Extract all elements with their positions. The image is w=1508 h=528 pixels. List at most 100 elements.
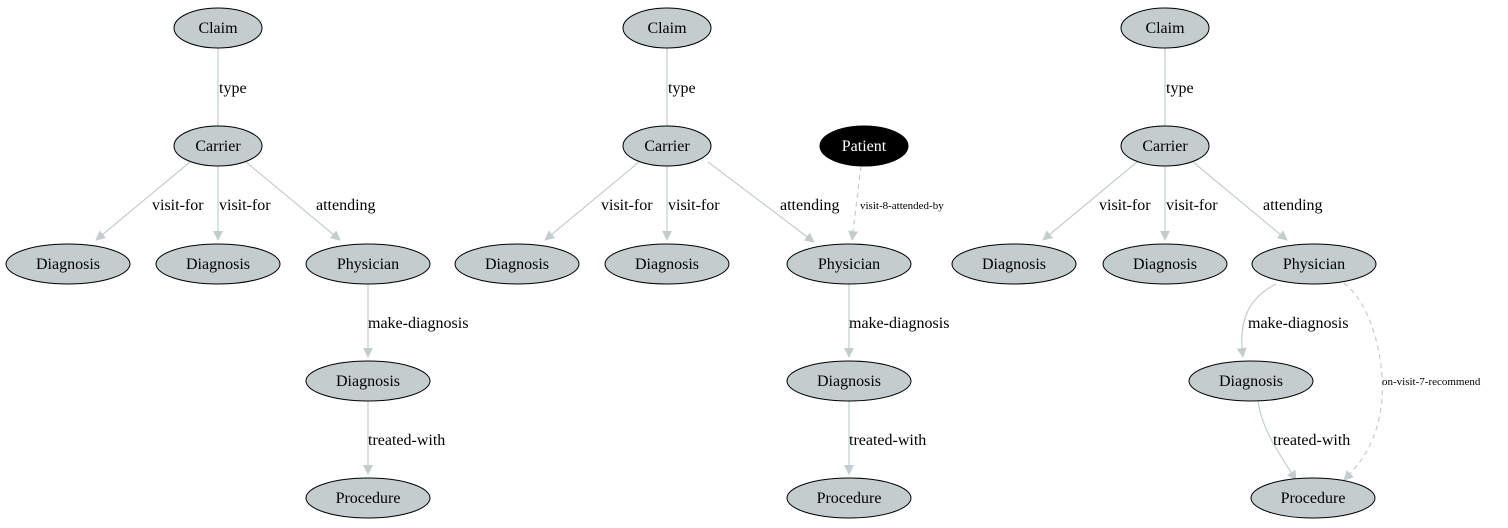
node-ellipse — [819, 125, 909, 167]
graph-3-node-diag1: Diagnosis — [951, 243, 1077, 285]
node-ellipse — [786, 360, 912, 402]
graph-2-edge-label-visit2: visit-for — [668, 197, 720, 214]
edges-layer — [95, 48, 1384, 481]
node-label: Procedure — [336, 490, 401, 507]
graph-1-node-diag1: Diagnosis — [5, 243, 131, 285]
node-label: Claim — [198, 20, 238, 37]
graph-2-edge-label-type: type — [668, 80, 696, 97]
graph-3-node-carrier: Carrier — [1120, 125, 1210, 167]
graph-2-node-phys: Physician — [786, 243, 912, 285]
node-ellipse — [305, 477, 431, 519]
node-label: Claim — [647, 20, 687, 37]
graph-2-node-claim: Claim — [622, 7, 712, 49]
node-ellipse — [1102, 243, 1228, 285]
node-ellipse — [622, 125, 712, 167]
node-label: Carrier — [195, 138, 241, 155]
graph-1-edge-visit1 — [95, 161, 191, 241]
graph-1-edge-label-attend: attending — [316, 197, 376, 214]
node-label: Diagnosis — [186, 256, 250, 273]
graph-2-edge-visit1 — [544, 161, 640, 241]
graph-3-edge-label-visit1: visit-for — [1099, 197, 1151, 214]
node-ellipse — [604, 243, 730, 285]
graph-2-edge-label-attend: attending — [780, 197, 840, 214]
graph-1-node-phys: Physician — [305, 243, 431, 285]
graph-3-node-diag3: Diagnosis — [1188, 360, 1314, 402]
graph-2-node-carrier: Carrier — [622, 125, 712, 167]
node-ellipse — [1250, 477, 1376, 519]
graph-3-edge-attend — [1192, 161, 1288, 241]
node-ellipse — [1251, 243, 1377, 285]
graph-3-edge-label-attend: attending — [1263, 197, 1323, 214]
graph-2-edge-label-visit1: visit-for — [601, 197, 653, 214]
graph-1-node-proc: Procedure — [305, 477, 431, 519]
graph-3-edge-make — [1236, 283, 1277, 358]
graph-1-edge-label-visit1: visit-for — [152, 197, 204, 214]
node-label: Carrier — [644, 138, 690, 155]
graph-1-node-claim: Claim — [173, 7, 263, 49]
graph-2-node-proc: Procedure — [786, 477, 912, 519]
graph-2-edge-label-attended-by: visit-8-attended-by — [860, 200, 944, 212]
graph-3-edge-label-type: type — [1166, 80, 1194, 97]
graph-2-edge-attended-by — [848, 165, 862, 241]
node-ellipse — [951, 243, 1077, 285]
node-label: Procedure — [1281, 490, 1346, 507]
graph-1-edge-label-visit2: visit-for — [219, 197, 271, 214]
graph-3-edge-visit1 — [1042, 161, 1138, 241]
graph-3-edge-recommend — [1343, 282, 1384, 481]
node-ellipse — [786, 477, 912, 519]
edge-labels-layer: type visit-for visit-for attending make-diag… — [152, 80, 1481, 449]
node-label: Physician — [1283, 256, 1345, 273]
node-ellipse — [305, 360, 431, 402]
node-label: Diagnosis — [1219, 373, 1283, 390]
node-label: Diagnosis — [36, 256, 100, 273]
graph-2-node-diag3: Diagnosis — [786, 360, 912, 402]
graph-3-edge-treat — [1257, 400, 1297, 481]
graph-1-edge-label-make: make-diagnosis — [368, 315, 468, 332]
node-label: Diagnosis — [817, 373, 881, 390]
node-ellipse — [622, 7, 712, 49]
node-label: Diagnosis — [982, 256, 1046, 273]
graph-3-edge-label-make: make-diagnosis — [1248, 315, 1348, 332]
graph-3-edge-label-recommend: on-visit-7-recommend — [1382, 376, 1481, 388]
node-ellipse — [305, 243, 431, 285]
graph-3-edge-label-treat: treated-with — [1273, 432, 1350, 449]
node-ellipse — [5, 243, 131, 285]
graph-1-edge-label-treat: treated-with — [368, 432, 445, 449]
node-label: Diagnosis — [336, 373, 400, 390]
node-ellipse — [155, 243, 281, 285]
node-ellipse — [173, 7, 263, 49]
graph-1-edge-attend — [245, 161, 341, 241]
node-label: Carrier — [1142, 138, 1188, 155]
node-ellipse — [786, 243, 912, 285]
graph-1-node-diag3: Diagnosis — [305, 360, 431, 402]
node-label: Diagnosis — [485, 256, 549, 273]
graph-1-edge-label-type: type — [219, 80, 247, 97]
node-label: Patient — [842, 138, 887, 155]
graph-1-node-diag2: Diagnosis — [155, 243, 281, 285]
graph-2-node-patient: Patient — [819, 125, 909, 167]
graph-3-node-phys: Physician — [1251, 243, 1377, 285]
node-ellipse — [454, 243, 580, 285]
node-ellipse — [1188, 360, 1314, 402]
node-ellipse — [1120, 7, 1210, 49]
graph-3-node-proc: Procedure — [1250, 477, 1376, 519]
graph-1-node-carrier: Carrier — [173, 125, 263, 167]
node-label: Physician — [818, 256, 880, 273]
node-label: Physician — [337, 256, 399, 273]
graph-2-edge-attend — [707, 161, 815, 243]
graph-2-edge-label-make: make-diagnosis — [849, 315, 949, 332]
node-ellipse — [173, 125, 263, 167]
node-label: Procedure — [817, 490, 882, 507]
graph-3-node-diag2: Diagnosis — [1102, 243, 1228, 285]
graph-2-edge-label-treat: treated-with — [849, 432, 926, 449]
node-label: Diagnosis — [635, 256, 699, 273]
graph-3-node-claim: Claim — [1120, 7, 1210, 49]
node-ellipse — [1120, 125, 1210, 167]
graph-3-edge-label-visit2: visit-for — [1166, 197, 1218, 214]
graph-2-node-diag1: Diagnosis — [454, 243, 580, 285]
node-label: Diagnosis — [1133, 256, 1197, 273]
node-label: Claim — [1145, 20, 1185, 37]
graph-2-node-diag2: Diagnosis — [604, 243, 730, 285]
